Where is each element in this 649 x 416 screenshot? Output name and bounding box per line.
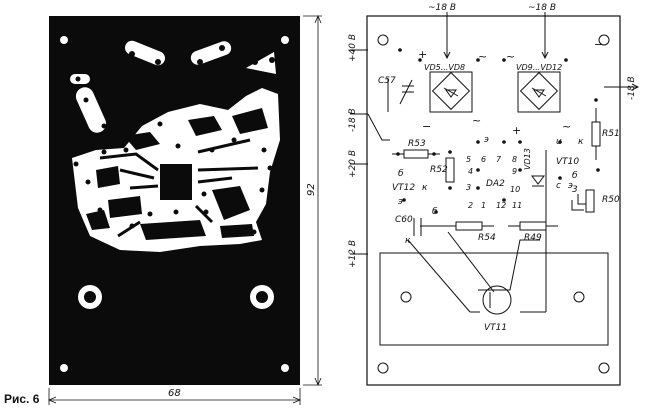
- dim-width: 68: [168, 388, 181, 399]
- label-vt12: VT12: [392, 183, 415, 193]
- mount-hole-large: [84, 291, 96, 303]
- label-r51: R51: [602, 129, 620, 139]
- diode-bridge-1: [429, 71, 473, 113]
- label-r53: R53: [408, 139, 426, 149]
- copper-internal: [86, 108, 268, 240]
- label-c57: C57: [378, 76, 396, 86]
- label-pin-e3: э: [568, 181, 573, 191]
- da2-pin: 12: [496, 201, 506, 210]
- resistors: [392, 108, 601, 231]
- pcb-component-view: ~18 В ~18 В -18 В +40 В -18 В +20 В +12 …: [348, 3, 640, 386]
- label-tilde-4: ~: [562, 120, 571, 133]
- label-c60: C60: [395, 215, 413, 225]
- label-pin-k1: к: [422, 183, 428, 193]
- label-pin-e2: э: [484, 135, 489, 145]
- da2-pin: 6: [481, 155, 486, 164]
- component-pads: [396, 48, 600, 214]
- label-pin-b1: б: [398, 169, 404, 179]
- transistor-vt11: [482, 285, 512, 315]
- da2-pin: 2: [468, 201, 473, 210]
- label-vt11: VT11: [484, 323, 507, 333]
- da2-pin: 4: [468, 167, 473, 176]
- mount-hole: [281, 364, 289, 372]
- pcb-copper-view: 68 92: [47, 14, 322, 405]
- label-pin-c: с: [556, 181, 561, 191]
- label-plus12: +12 В: [348, 240, 358, 268]
- label-plus20: +20 В: [348, 150, 358, 178]
- label-vd-bridge-2: VD9...VD12: [516, 63, 562, 72]
- mount-hole-large: [256, 291, 268, 303]
- label-minus-2: −: [594, 38, 603, 51]
- label-r50: R50: [602, 195, 620, 205]
- label-da2: DA2: [486, 179, 505, 189]
- label-plus40: +40 В: [348, 34, 358, 62]
- da2-pin: 8: [512, 155, 517, 164]
- label-tilde-3: ~: [472, 114, 481, 127]
- label-minus18: -18 В: [348, 108, 358, 132]
- da2-pin: 10: [510, 185, 520, 194]
- label-minus-1: −: [422, 120, 431, 133]
- mount-hole: [60, 36, 68, 44]
- label-ac18-left: ~18 В: [428, 3, 456, 13]
- mount-hole: [598, 34, 610, 46]
- copper-pads: [73, 45, 275, 235]
- diode-bridge-2: [517, 71, 561, 113]
- figure-caption: Рис. 6: [4, 392, 40, 406]
- dimension-lines: [47, 14, 322, 405]
- label-pin-k2: к: [405, 236, 411, 246]
- label-plus-2: +: [512, 124, 521, 137]
- mount-hole-large: [400, 291, 412, 303]
- label-vd13: VD13: [523, 148, 532, 170]
- label-ac18-right: ~18 В: [528, 3, 556, 13]
- label-pin-b3: б: [572, 171, 578, 181]
- mount-hole: [281, 36, 289, 44]
- copper-traces: [99, 138, 259, 238]
- da2-pin: 9: [512, 167, 517, 176]
- label-pin-b2: б: [432, 207, 438, 217]
- mount-hole: [377, 34, 389, 46]
- da2-pin: 3: [466, 183, 471, 192]
- label-vd-bridge-1: VD5...VD8: [424, 63, 465, 72]
- label-vt10: VT10: [556, 157, 579, 167]
- label-pin-k3: к: [578, 137, 584, 147]
- label-dc18-right: -18 В: [627, 76, 637, 100]
- label-tilde-1: ~: [478, 50, 487, 63]
- label-pin-3: 3: [572, 185, 578, 195]
- diode-vd13: [531, 175, 545, 185]
- label-r49: R49: [524, 233, 542, 243]
- da2-pin: 11: [512, 201, 522, 210]
- label-tilde-2: ~: [506, 50, 515, 63]
- mount-hole: [60, 364, 68, 372]
- da2-pin: 5: [466, 155, 471, 164]
- heatsink-outline: [379, 252, 609, 346]
- mount-hole: [598, 362, 610, 374]
- label-pin-e1: э: [398, 197, 403, 207]
- capacitors: [402, 85, 586, 211]
- mount-hole: [377, 362, 389, 374]
- da2-pins: 1 2 3 4 5 6 7 8 9 10 11 12: [466, 155, 522, 210]
- da2-pin: 1: [481, 201, 486, 210]
- dim-height: 92: [306, 183, 317, 196]
- label-r54: R54: [478, 233, 496, 243]
- label-pin-u: u: [556, 137, 562, 147]
- label-plus-1: +: [418, 48, 427, 61]
- label-r52: R52: [430, 165, 448, 175]
- mount-hole-large: [573, 291, 585, 303]
- da2-pin: 7: [496, 155, 502, 164]
